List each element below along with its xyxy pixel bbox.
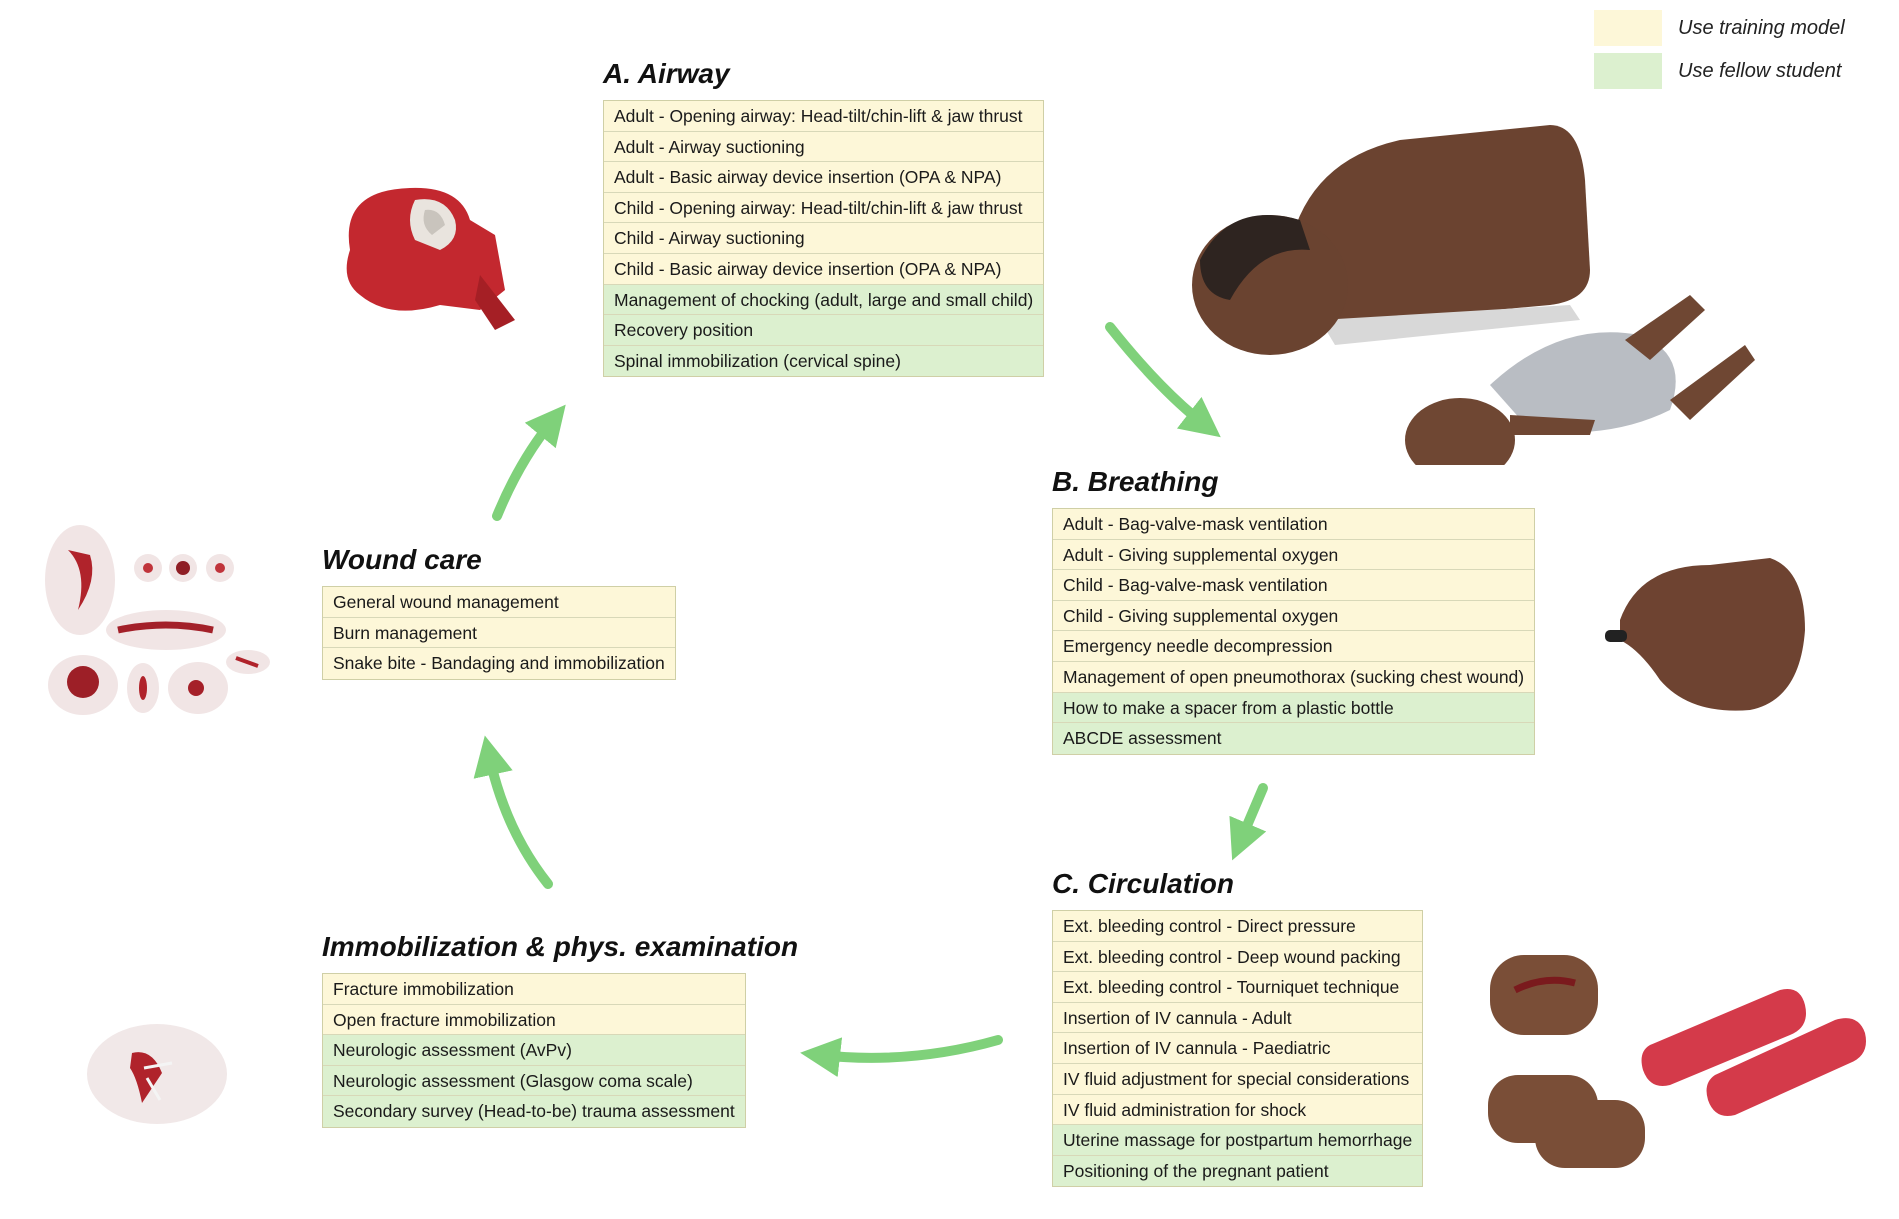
section-airway: A. Airway Adult - Opening airway: Head-t…	[603, 58, 1045, 378]
legend-swatch-training-model	[1594, 10, 1662, 46]
wound-moulages-icon	[45, 525, 270, 715]
legend: Use training model Use fellow student	[1594, 10, 1845, 96]
table-row: Recovery position	[604, 315, 1044, 346]
table-row: Adult - Bag-valve-mask ventilation	[1053, 509, 1535, 540]
legend-swatch-fellow-student	[1594, 53, 1662, 89]
section-title: A. Airway	[603, 58, 730, 89]
table-row: Insertion of IV cannula - Adult	[1053, 1002, 1423, 1034]
legend-label: Use fellow student	[1678, 59, 1842, 82]
fracture-moulage-icon	[87, 1024, 227, 1124]
legend-item-training-model: Use training model	[1594, 10, 1845, 46]
bleeding-pads-icon	[1488, 955, 1866, 1168]
table-row: Neurologic assessment (AvPv)	[323, 1035, 745, 1066]
section-title: Wound care	[322, 544, 482, 575]
table-row: Adult - Basic airway device insertion (O…	[604, 162, 1044, 193]
section-title: Immobilization & phys. examination	[322, 931, 799, 962]
table-row: Insertion of IV cannula - Paediatric	[1053, 1033, 1423, 1064]
table-row: Child - Airway suctioning	[604, 223, 1044, 254]
table-row: Spinal immobilization (cervical spine)	[604, 345, 1044, 377]
chest-decompression-pad-icon	[1605, 558, 1805, 711]
arrow-immobilization-to-wound	[473, 735, 553, 889]
table-row: Child - Bag-valve-mask ventilation	[1053, 570, 1535, 601]
table-row: IV fluid administration for shock	[1053, 1094, 1423, 1126]
table-row: Child - Basic airway device insertion (O…	[604, 253, 1044, 285]
section-immobilization: Immobilization & phys. examination Fract…	[322, 931, 798, 1128]
table-row: ABCDE assessment	[1053, 723, 1535, 754]
table-row: Child - Giving supplemental oxygen	[1053, 600, 1535, 632]
section-breathing: B. Breathing Adult - Bag-valve-mask vent…	[1052, 466, 1536, 755]
section-title: B. Breathing	[1052, 466, 1219, 497]
arrow-breathing-to-circulation	[1229, 783, 1268, 861]
table-row: Ext. bleeding control - Deep wound packi…	[1053, 941, 1423, 973]
airway-head-model-icon	[346, 187, 515, 330]
table-row: Secondary survey (Head-to-be) trauma ass…	[323, 1096, 745, 1127]
legend-label: Use training model	[1678, 16, 1845, 39]
table-row: IV fluid adjustment for special consider…	[1053, 1063, 1423, 1095]
arrow-wound-to-airway	[492, 404, 566, 521]
table-row: Fracture immobilization	[323, 974, 745, 1005]
table-row: Adult - Giving supplemental oxygen	[1053, 539, 1535, 571]
table-row: Emergency needle decompression	[1053, 631, 1535, 662]
table-row: How to make a spacer from a plastic bott…	[1053, 692, 1535, 724]
table-row: Child - Opening airway: Head-tilt/chin-l…	[604, 192, 1044, 224]
table-row: Adult - Airway suctioning	[604, 131, 1044, 163]
table-row: General wound management	[323, 587, 675, 618]
table-row: Uterine massage for postpartum hemorrhag…	[1053, 1125, 1423, 1156]
arrow-airway-to-breathing	[1105, 322, 1221, 438]
table-row: Positioning of the pregnant patient	[1053, 1155, 1423, 1187]
table-row: Snake bite - Bandaging and immobilizatio…	[323, 648, 675, 679]
table-row: Management of open pneumothorax (sucking…	[1053, 661, 1535, 693]
section-circulation: C. Circulation Ext. bleeding control - D…	[1052, 868, 1424, 1188]
section-title: C. Circulation	[1052, 868, 1235, 899]
table-row: Neurologic assessment (Glasgow coma scal…	[323, 1065, 745, 1097]
table-row: Management of chocking (adult, large and…	[604, 284, 1044, 316]
legend-item-fellow-student: Use fellow student	[1594, 53, 1845, 89]
adult-infant-manikin-icon	[1192, 125, 1755, 465]
table-row: Adult - Opening airway: Head-tilt/chin-l…	[604, 101, 1044, 132]
table-row: Ext. bleeding control - Direct pressure	[1053, 911, 1423, 942]
table-row: Ext. bleeding control - Tourniquet techn…	[1053, 972, 1423, 1003]
table-row: Open fracture immobilization	[323, 1004, 745, 1036]
arrow-circulation-to-immobilization	[800, 1035, 1003, 1078]
item-table: Adult - Opening airway: Head-tilt/chin-l…	[603, 100, 1045, 378]
table-row: Burn management	[323, 617, 675, 649]
